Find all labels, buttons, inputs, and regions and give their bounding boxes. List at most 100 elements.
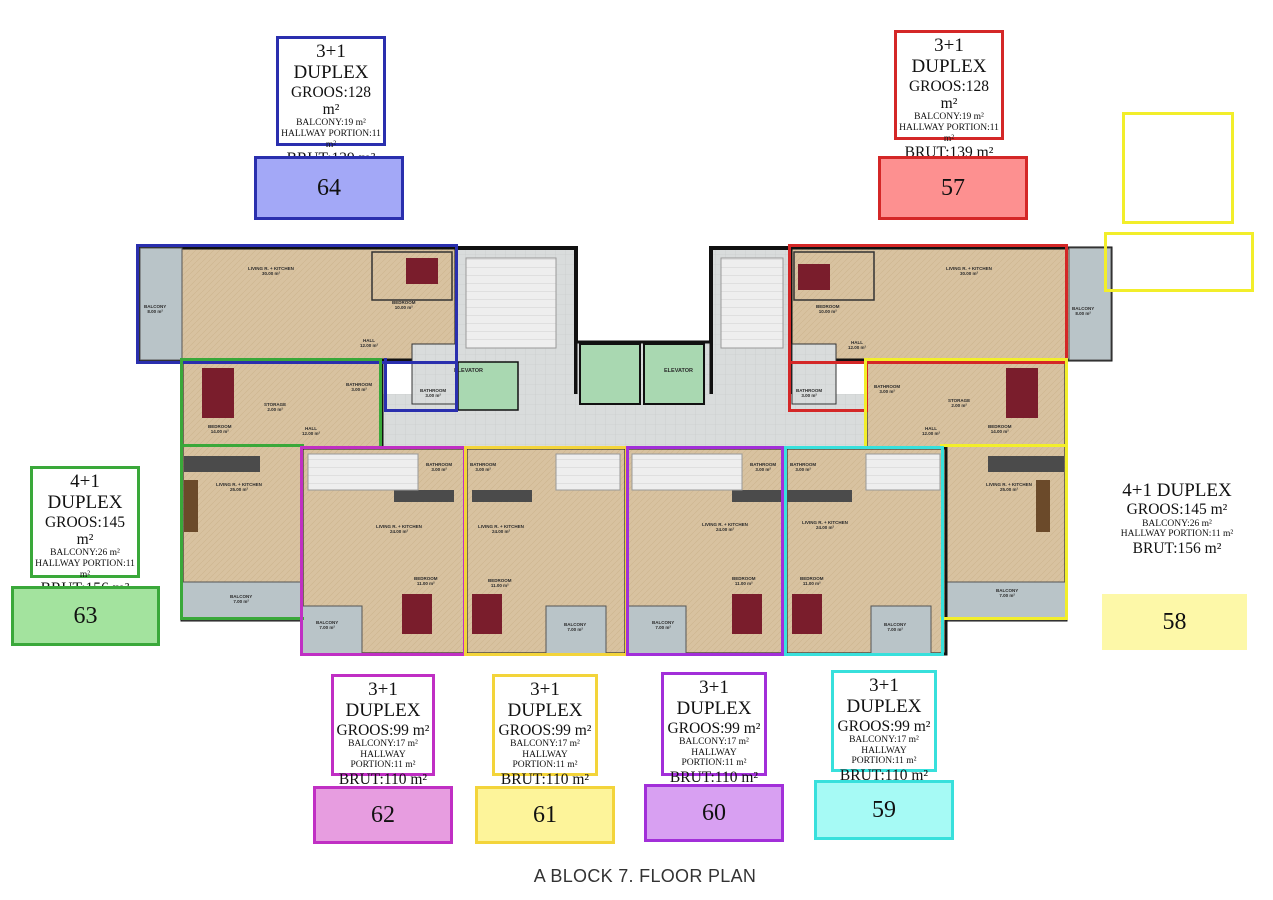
elevator-1 <box>579 343 641 405</box>
unit-type: 3+1 DUPLEX <box>293 41 369 84</box>
unit-balcony: BALCONY:19 m² <box>296 118 366 129</box>
unit-57-info: 3+1 DUPLEX GROOS:128 m² BALCONY:19 m² HA… <box>894 30 1004 161</box>
unit-57-outline-ext <box>788 358 868 412</box>
unit-type: 3+1 DUPLEX <box>345 679 421 722</box>
unit-61-number: 61 <box>475 786 615 844</box>
unit-64-outline <box>136 244 458 364</box>
unit-58-outline-ext <box>940 444 1068 620</box>
unit-type: 3+1 DUPLEX <box>507 679 583 722</box>
unit-63-number: 63 <box>11 586 160 646</box>
unit-brut: BRUT:110 m² <box>669 768 759 786</box>
unit-brut: BRUT:110 m² <box>338 770 428 788</box>
elevator-2 <box>643 343 705 405</box>
unit-balcony: BALCONY:26 m² <box>1142 518 1212 529</box>
unit-59-number: 59 <box>814 780 954 840</box>
unit-gross: GROOS:128 m² <box>908 77 990 112</box>
unit-58-outline <box>864 358 1068 446</box>
unit-59-outline <box>784 446 944 656</box>
unit-hallway: HALLWAY PORTION:11 m² <box>1120 529 1234 540</box>
unit-62-outline <box>300 446 466 656</box>
unit-61-outline <box>464 446 628 656</box>
unit-57-outline <box>788 244 1068 364</box>
unit-hallway: HALLWAY PORTION:11 m² <box>512 749 578 771</box>
unit-64-number: 64 <box>254 156 404 220</box>
unit-type: 3+1 DUPLEX <box>911 35 987 78</box>
unit-61-info: 3+1 DUPLEX GROOS:99 m² BALCONY:17 m² HAL… <box>492 674 598 788</box>
unit-brut: BRUT:156 m² <box>1132 539 1222 557</box>
unit-balcony: BALCONY:17 m² <box>510 738 580 749</box>
unit-hallway: HALLWAY PORTION:11 m² <box>851 745 917 767</box>
unit-64-outline-ext <box>384 358 458 412</box>
unit-type: 3+1 DUPLEX <box>846 675 922 718</box>
unit-hallway: HALLWAY PORTION:11 m² <box>350 749 416 771</box>
empty-frame <box>1104 232 1254 292</box>
unit-gross: GROOS:145 m² <box>44 513 126 548</box>
unit-58-info: 4+1 DUPLEX GROOS:145 m² BALCONY:26 m² HA… <box>1112 478 1242 582</box>
unit-57-number: 57 <box>878 156 1028 220</box>
unit-balcony: BALCONY:17 m² <box>679 736 749 747</box>
unit-59-info: 3+1 DUPLEX GROOS:99 m² BALCONY:17 m² HAL… <box>831 670 937 784</box>
unit-gross: GROOS:145 m² <box>1126 501 1228 519</box>
empty-frame <box>1122 112 1234 224</box>
unit-60-info: 3+1 DUPLEX GROOS:99 m² BALCONY:17 m² HAL… <box>661 672 767 786</box>
unit-type: 4+1 DUPLEX <box>47 471 123 514</box>
unit-brut: BRUT:110 m² <box>500 770 590 788</box>
elevator-1-label: ELEVATOR <box>454 368 484 374</box>
unit-balcony: BALCONY:26 m² <box>50 548 120 559</box>
floor-plan-drawing <box>138 246 1113 656</box>
unit-62-number: 62 <box>313 786 453 844</box>
unit-gross: GROOS:99 m² <box>837 717 931 735</box>
unit-gross: GROOS:99 m² <box>498 721 592 739</box>
unit-64-info: 3+1 DUPLEX GROOS:128 m² BALCONY:19 m² HA… <box>276 36 386 167</box>
unit-hallway: HALLWAY PORTION:11 m² <box>281 128 381 150</box>
unit-63-outline <box>180 358 382 446</box>
unit-gross: GROOS:128 m² <box>290 83 372 118</box>
elevator-2-label: ELEVATOR <box>664 368 694 374</box>
unit-gross: GROOS:99 m² <box>336 721 430 739</box>
unit-63-outline-ext <box>180 444 304 620</box>
unit-type: 4+1 DUPLEX <box>1122 480 1232 501</box>
unit-60-number: 60 <box>644 784 784 842</box>
unit-62-info: 3+1 DUPLEX GROOS:99 m² BALCONY:17 m² HAL… <box>331 674 435 788</box>
unit-hallway: HALLWAY PORTION:11 m² <box>899 122 999 144</box>
unit-58-number: 58 <box>1102 594 1247 650</box>
unit-60-outline <box>626 446 784 656</box>
unit-balcony: BALCONY:17 m² <box>849 734 919 745</box>
unit-hallway: HALLWAY PORTION:11 m² <box>681 747 747 769</box>
unit-63-info: 4+1 DUPLEX GROOS:145 m² BALCONY:26 m² HA… <box>30 466 140 597</box>
